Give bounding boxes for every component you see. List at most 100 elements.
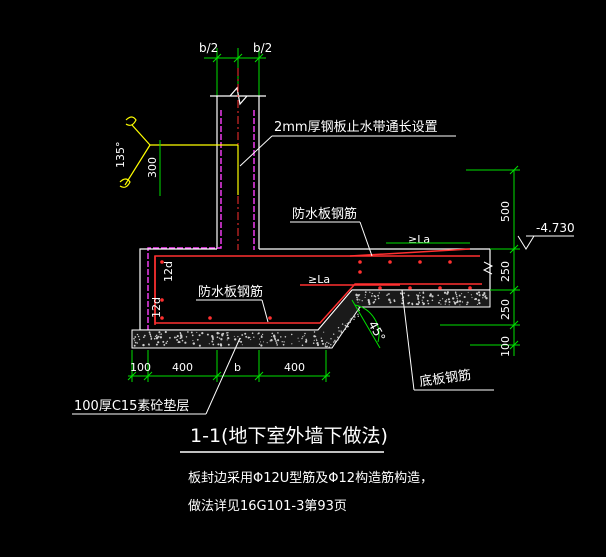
stipple-dot [453,301,455,303]
stipple-dot [155,343,158,346]
stipple-dot [301,337,303,340]
stipple-dot [334,341,336,343]
stipple-dot [262,341,265,343]
stipple-dot [341,323,344,325]
stipple-dot [233,335,235,337]
stipple-dot [245,335,248,338]
stipple-dot [151,338,153,340]
stipple-dot [471,297,473,299]
twelve-d-lower-label: 12d [150,297,163,318]
dim-400-left-label: 400 [172,361,193,374]
stipple-dot [401,302,404,305]
stipple-dot [484,295,487,298]
stipple-dot [356,298,359,301]
stipple-dot [452,297,455,300]
stipple-dot [275,342,278,344]
stipple-dot [165,342,168,344]
stipple-dot [316,342,319,345]
stipple-dot [226,332,228,334]
stipple-dot [198,344,201,347]
stipple-dot [154,336,156,338]
rebar-section-dot [388,260,392,264]
stipple-dot [258,343,261,345]
stipple-dot [187,331,189,333]
stipple-dot [371,292,373,295]
stipple-dot [192,340,194,342]
stipple-dot [340,330,342,332]
stipple-dot [418,301,420,304]
stipple-dot [422,296,425,299]
stipple-dot [221,334,224,337]
stipple-dot [201,331,204,335]
stipple-dot [162,340,165,343]
stipple-dot [454,302,457,305]
bottom-slab-rebar [154,256,482,324]
dim-100-left-label: 100 [130,361,151,374]
tick-249 [509,244,519,254]
stipple-dot [212,338,214,340]
stipple-dot [347,321,350,324]
tick-345 [509,340,519,350]
stipple-dot [364,291,367,293]
cushion-leader [205,337,241,415]
elevation-label: -4.730 [536,221,575,235]
stipple-dot [338,330,340,332]
stipple-dot [326,341,328,344]
stipple-dot [448,304,450,306]
stipple-dot [176,335,179,337]
stipple-dot [349,319,351,321]
rebar-lower-leader-slant [261,299,269,323]
stipple-dot [133,344,136,347]
stipple-dot [304,340,308,343]
stipple-dot [456,299,459,301]
dim-b-label: b [234,361,241,374]
cushion-note: 100厚C15素砼垫层 [74,398,189,414]
stipple-dot [417,298,420,300]
rebar-section-dot [448,260,452,264]
stipple-dot [291,343,293,345]
stipple-dot [388,298,391,301]
tick-325 [509,320,519,330]
tick-right [254,53,264,63]
stipple-dot [251,332,254,334]
stipple-dot [281,341,283,343]
stipple-dot [196,331,198,333]
stipple-dot [456,300,459,303]
stipple-dot [257,333,259,335]
stipple-dot [211,336,214,339]
stipple-dot [422,291,425,293]
stipple-dot [467,291,469,293]
stipple-dot [160,333,163,335]
stipple-dot [463,295,466,299]
stipple-dot [461,293,463,295]
tick-b217 [212,371,222,381]
stipple-dot [198,334,201,337]
right-dimension-stack [440,165,520,356]
stipple-dot [284,336,287,338]
stipple-dot [485,297,488,300]
stipple-dot [330,344,332,346]
tick-170 [509,165,519,175]
stipple-dot [416,294,420,297]
angle-leader-bottom [124,144,151,186]
stipple-dot [313,335,316,338]
stipple-dot [431,299,434,302]
rebar-section-dot [438,286,442,290]
stipple-dot [321,342,325,345]
stipple-dot [273,335,276,338]
stipple-dot [430,295,432,297]
stipple-dot [179,332,182,335]
stipple-dot [191,334,194,337]
stipple-dot [347,325,349,328]
stipple-dot [328,346,331,348]
stipple-dot [466,301,469,304]
stipple-dot [377,294,379,297]
stipple-dot [227,343,230,346]
stipple-dot [353,314,356,316]
rebar-section-dot [160,298,164,302]
stipple-dot [298,340,300,342]
stipple-dot [411,303,414,306]
stipple-dot [368,302,371,306]
stipple-dot [461,301,464,303]
